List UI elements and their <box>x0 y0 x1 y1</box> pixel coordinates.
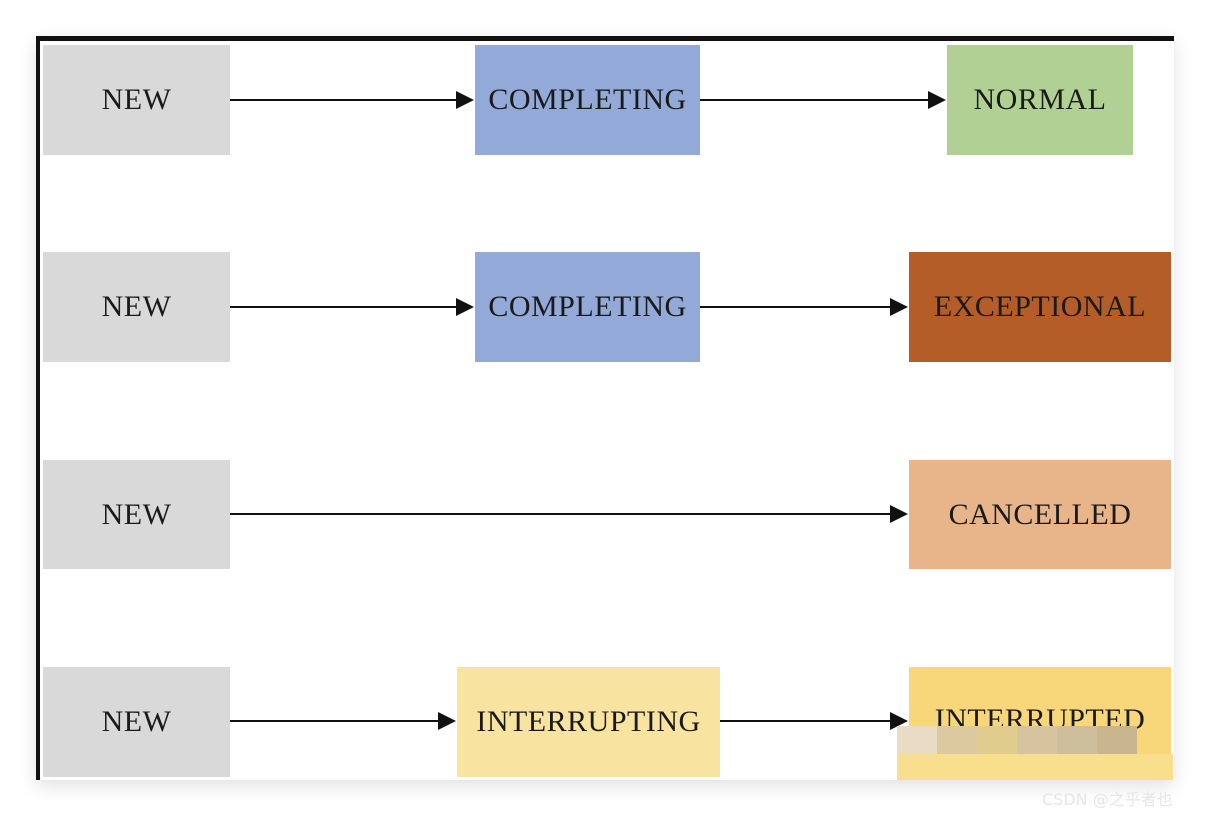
pixelated-overlay-lower <box>897 754 1173 780</box>
node-label: COMPLETING <box>488 83 687 116</box>
node-r1-normal: NORMAL <box>947 45 1133 155</box>
node-r1-new: NEW <box>43 45 230 155</box>
node-r1-completing: COMPLETING <box>475 45 700 155</box>
node-label: NEW <box>101 83 172 116</box>
node-r3-new: NEW <box>43 460 230 569</box>
diagram-frame <box>36 36 1174 780</box>
node-r2-completing: COMPLETING <box>475 252 700 362</box>
node-label: NEW <box>101 497 172 531</box>
node-label: NORMAL <box>973 83 1107 116</box>
node-label: NEW <box>101 290 172 323</box>
pixelated-overlay <box>897 726 1137 754</box>
node-label: COMPLETING <box>488 290 687 323</box>
node-r4-new: NEW <box>43 667 230 777</box>
node-r4-interrupting: INTERRUPTING <box>457 667 720 777</box>
node-r2-exceptional: EXCEPTIONAL <box>909 252 1171 362</box>
node-r2-new: NEW <box>43 252 230 362</box>
watermark: CSDN @之乎者也 <box>1042 790 1173 809</box>
node-label: EXCEPTIONAL <box>933 290 1147 323</box>
node-label: CANCELLED <box>948 497 1132 531</box>
node-label: NEW <box>101 705 172 738</box>
node-label: INTERRUPTING <box>476 705 701 738</box>
node-r3-cancelled: CANCELLED <box>909 460 1171 569</box>
